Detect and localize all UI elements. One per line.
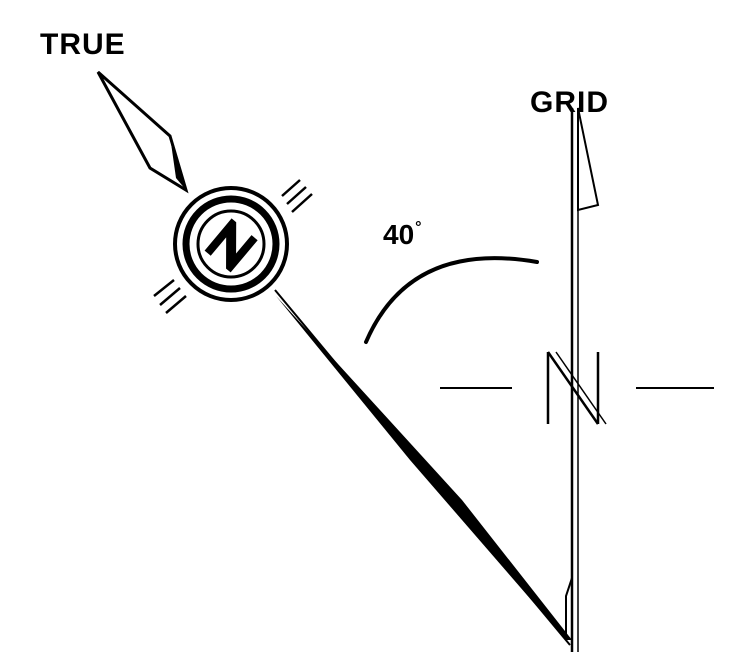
angle-label: 40° bbox=[383, 220, 422, 249]
true-north-arrowhead-shade bbox=[170, 136, 186, 190]
true-north-emblem bbox=[153, 179, 313, 314]
angle-arc bbox=[364, 256, 539, 344]
degree-symbol: ° bbox=[415, 219, 422, 236]
grid-base-mark bbox=[565, 577, 573, 640]
angle-value: 40 bbox=[383, 219, 415, 250]
true-north-label: TRUE bbox=[40, 28, 126, 61]
n-letter-icon bbox=[204, 218, 258, 273]
emblem-ticks bbox=[153, 179, 313, 314]
true-north-needle-edge bbox=[274, 289, 571, 646]
grid-n-symbol bbox=[546, 351, 607, 425]
grid-north-label: GRID bbox=[530, 86, 609, 119]
grid-north-flag bbox=[577, 107, 600, 212]
true-north-arrowhead bbox=[96, 70, 189, 194]
